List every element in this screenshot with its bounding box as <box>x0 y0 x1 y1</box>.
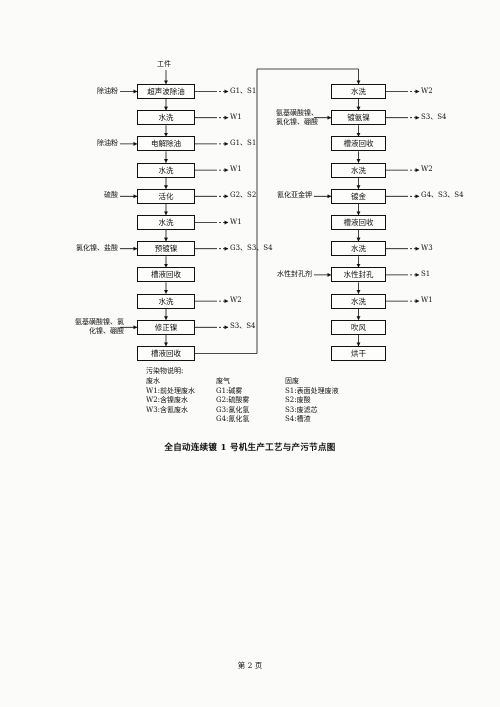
pollutant-output-label: G1、S1 <box>230 138 257 147</box>
legend-item: G4:氰化氢 <box>216 415 250 424</box>
pollutant-output-label: S3、S4 <box>421 112 447 121</box>
legend-column-waste-gas: 废气 G1:碱雾 G2:硫酸雾 G3:氯化氢 G4:氰化氢 <box>216 377 249 425</box>
legend-item: G2:硫酸雾 <box>216 396 250 405</box>
process-step-box: 水性封孔 <box>331 267 386 283</box>
process-step-box: 水洗 <box>137 110 195 126</box>
legend-column-title: 固废 <box>285 377 299 385</box>
process-step-box: 活化 <box>137 188 195 204</box>
pollutant-output-label: W1 <box>230 217 242 226</box>
pollutant-output-label: G1、S1 <box>230 86 257 95</box>
process-step-box: 吹风 <box>331 319 386 335</box>
pollutant-output-label: W2 <box>421 86 433 95</box>
process-step-box: 槽液回收 <box>331 215 386 230</box>
legend-item: S1:表面处理废液 <box>285 386 339 395</box>
page-number: 第 2 页 <box>237 661 263 670</box>
pollutant-output-label: W2 <box>230 296 242 305</box>
process-step-box: 水洗 <box>137 215 195 230</box>
process-step-box: 水洗 <box>137 293 195 309</box>
process-step-box: 镀金 <box>331 188 386 204</box>
process-step-box: 超声波除油 <box>137 84 195 99</box>
pollutant-output-label: W1 <box>230 165 242 174</box>
pollutant-output-label: W3 <box>421 243 433 252</box>
legend-item: G3:氯化氢 <box>216 405 250 414</box>
reagent-input-label-line: 氨基磺酸镍、 <box>276 108 318 117</box>
legend-column-title: 废气 <box>216 377 230 385</box>
pollutant-output-label: W1 <box>421 296 433 305</box>
pollutant-output-label: W2 <box>421 165 433 174</box>
pollutant-output-label: G4、S3、S4 <box>421 191 464 200</box>
workpiece-input-label: 工件 <box>157 60 171 68</box>
legend-column-title: 废水 <box>146 377 160 385</box>
legend-item: W1:前处理废水 <box>146 386 196 395</box>
reagent-input-label: 氰化亚金钾 <box>277 191 312 200</box>
reagent-input-label-line: 氯化镍、硼酸 <box>276 117 318 126</box>
process-step-box: 槽液回收 <box>137 346 195 361</box>
process-step-box: 槽液回收 <box>137 267 195 283</box>
process-step-box: 预镀镍 <box>137 241 195 257</box>
process-step-box: 水洗 <box>137 162 195 178</box>
pollutant-output-label: S3、S4 <box>230 322 256 331</box>
process-step-box: 槽液回收 <box>331 136 386 152</box>
process-step-box: 水洗 <box>331 241 386 257</box>
process-step-box: 烘干 <box>331 346 386 361</box>
process-step-box: 电解除油 <box>137 136 195 152</box>
figure-title: 全自动连续镀 1 号机生产工艺与产污节点图 <box>164 443 336 453</box>
pollutant-output-label: W1 <box>230 112 242 121</box>
reagent-input-label: 水性封孔剂 <box>277 269 312 278</box>
process-step-box: 水洗 <box>331 162 386 178</box>
legend-item: W3:含氰废水 <box>146 405 189 414</box>
legend-item: G1:碱雾 <box>216 386 243 395</box>
legend-item: W2:含镍废水 <box>146 396 189 405</box>
pollutant-output-label: G2、S2 <box>230 191 257 200</box>
pollutant-output-label: S1 <box>421 269 431 278</box>
legend-column-solid-waste: 固废 S1:表面处理废液 S2:废酸 S3:废滤芯 S4:槽渣 <box>285 377 339 425</box>
pollutant-output-label: G3、S3、S4 <box>230 243 273 252</box>
legend-item: S4:槽渣 <box>285 415 311 424</box>
legend-item: S2:废酸 <box>285 396 311 405</box>
reagent-input-label: 硫酸 <box>104 191 118 200</box>
reagent-input-label: 除油粉 <box>97 138 118 147</box>
reagent-input-label-line: 氨基磺酸镍、氯 <box>75 318 124 327</box>
process-step-box: 镀氨镍 <box>331 110 386 126</box>
legend-item: S3:废滤芯 <box>285 405 318 414</box>
legend-heading: 污染物说明: <box>146 367 184 375</box>
process-step-box: 水洗 <box>331 84 386 99</box>
process-step-box: 修正镍 <box>137 319 195 335</box>
reagent-input-label: 氯化镍、盐酸 <box>76 243 118 252</box>
legend-column-wastewater: 废水 W1:前处理废水 W2:含镍废水 W3:含氰废水 <box>146 377 195 415</box>
process-step-box: 水洗 <box>331 293 386 309</box>
reagent-input-label-line: 化镍、硼酸 <box>89 327 124 336</box>
reagent-input-label: 除油粉 <box>97 86 118 95</box>
